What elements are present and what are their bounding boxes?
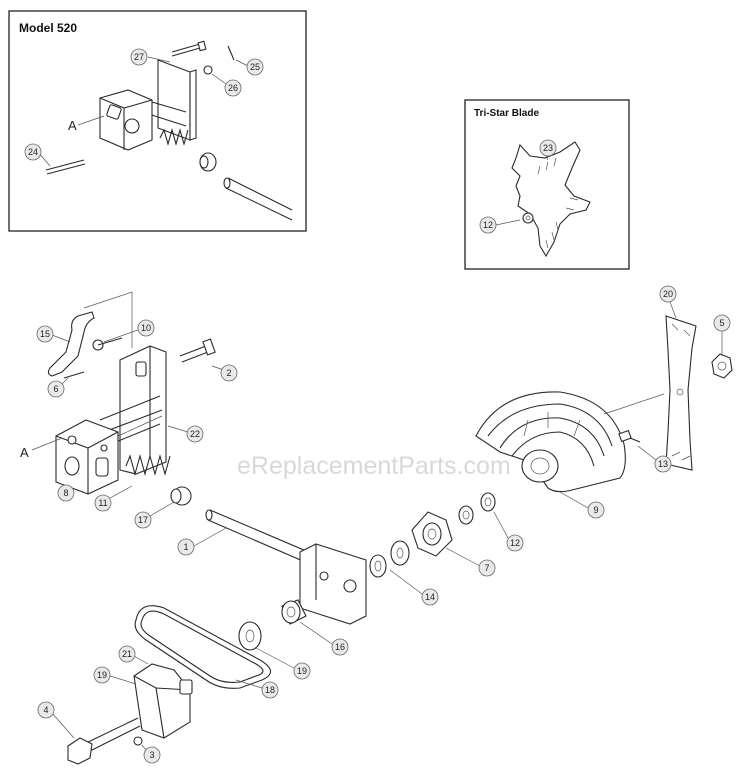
svg-text:1: 1 <box>183 542 188 552</box>
svg-text:10: 10 <box>141 323 151 333</box>
svg-text:20: 20 <box>663 289 673 299</box>
svg-text:17: 17 <box>138 515 148 525</box>
callout-16: 16 <box>331 638 349 656</box>
inset-bracket-drawing <box>45 40 293 221</box>
svg-text:14: 14 <box>425 592 435 602</box>
callout-6: 6 <box>47 380 65 398</box>
svg-text:5: 5 <box>719 318 724 328</box>
svg-text:12: 12 <box>483 220 493 230</box>
callout-20: 20 <box>659 285 677 303</box>
callout-2: 2 <box>220 364 238 382</box>
callout-27: 27 <box>130 48 148 66</box>
letter-a-inset: A <box>68 118 77 133</box>
inset-tri-star-blade: Tri-Star Blade 23 12 <box>464 99 630 270</box>
svg-text:7: 7 <box>484 563 489 573</box>
svg-text:16: 16 <box>335 642 345 652</box>
callout-1: 1 <box>177 538 195 556</box>
svg-text:6: 6 <box>53 384 58 394</box>
svg-text:27: 27 <box>134 52 144 62</box>
callout-18: 18 <box>261 681 279 699</box>
callout-21: 21 <box>118 645 136 663</box>
callout-26: 26 <box>224 79 242 97</box>
callout-25: 25 <box>246 58 264 76</box>
svg-text:23: 23 <box>543 143 553 153</box>
inset-model-520: Model 520 <box>8 10 307 232</box>
svg-text:19: 19 <box>97 670 107 680</box>
callout-10: 10 <box>137 319 155 337</box>
callout-4: 4 <box>37 701 55 719</box>
watermark: eReplacementParts.com <box>237 452 511 480</box>
callout-3: 3 <box>143 746 161 764</box>
svg-text:15: 15 <box>40 329 50 339</box>
svg-text:24: 24 <box>28 147 38 157</box>
svg-text:19: 19 <box>297 666 307 676</box>
svg-text:25: 25 <box>250 62 260 72</box>
callout-19-pulley: 19 <box>293 662 311 680</box>
svg-text:11: 11 <box>98 498 107 508</box>
callout-24: 24 <box>24 143 42 161</box>
inset-blade-title: Tri-Star Blade <box>474 108 539 119</box>
svg-text:26: 26 <box>228 83 238 93</box>
svg-text:8: 8 <box>63 488 68 498</box>
svg-text:9: 9 <box>593 505 598 515</box>
callout-17: 17 <box>134 511 152 529</box>
main-callouts: 20 5 15 10 2 6 22 13 9 8 11 17 12 7 1 14… <box>36 285 731 764</box>
callout-22: 22 <box>186 425 204 443</box>
callout-15: 15 <box>36 325 54 343</box>
letter-a-main: A <box>20 445 29 460</box>
inset-model-title: Model 520 <box>19 21 77 35</box>
callout-5: 5 <box>713 314 731 332</box>
callout-14: 14 <box>421 588 439 606</box>
main-exploded-view <box>47 291 733 765</box>
svg-text:13: 13 <box>658 459 668 469</box>
svg-text:22: 22 <box>190 429 200 439</box>
callout-12-blade: 12 <box>479 216 497 234</box>
callout-19-housing: 19 <box>93 666 111 684</box>
callout-13: 13 <box>654 455 672 473</box>
svg-text:2: 2 <box>226 368 231 378</box>
tri-star-blade-drawing <box>511 141 591 258</box>
callout-23-blade: 23 <box>539 139 557 157</box>
callout-9: 9 <box>587 501 605 519</box>
svg-text:4: 4 <box>43 705 48 715</box>
svg-text:21: 21 <box>122 649 132 659</box>
callout-7: 7 <box>478 559 496 577</box>
svg-text:3: 3 <box>149 750 154 760</box>
svg-text:12: 12 <box>510 538 520 548</box>
callout-8: 8 <box>57 484 75 502</box>
callout-12: 12 <box>506 534 524 552</box>
callout-11: 11 <box>94 494 112 512</box>
svg-text:18: 18 <box>265 685 275 695</box>
